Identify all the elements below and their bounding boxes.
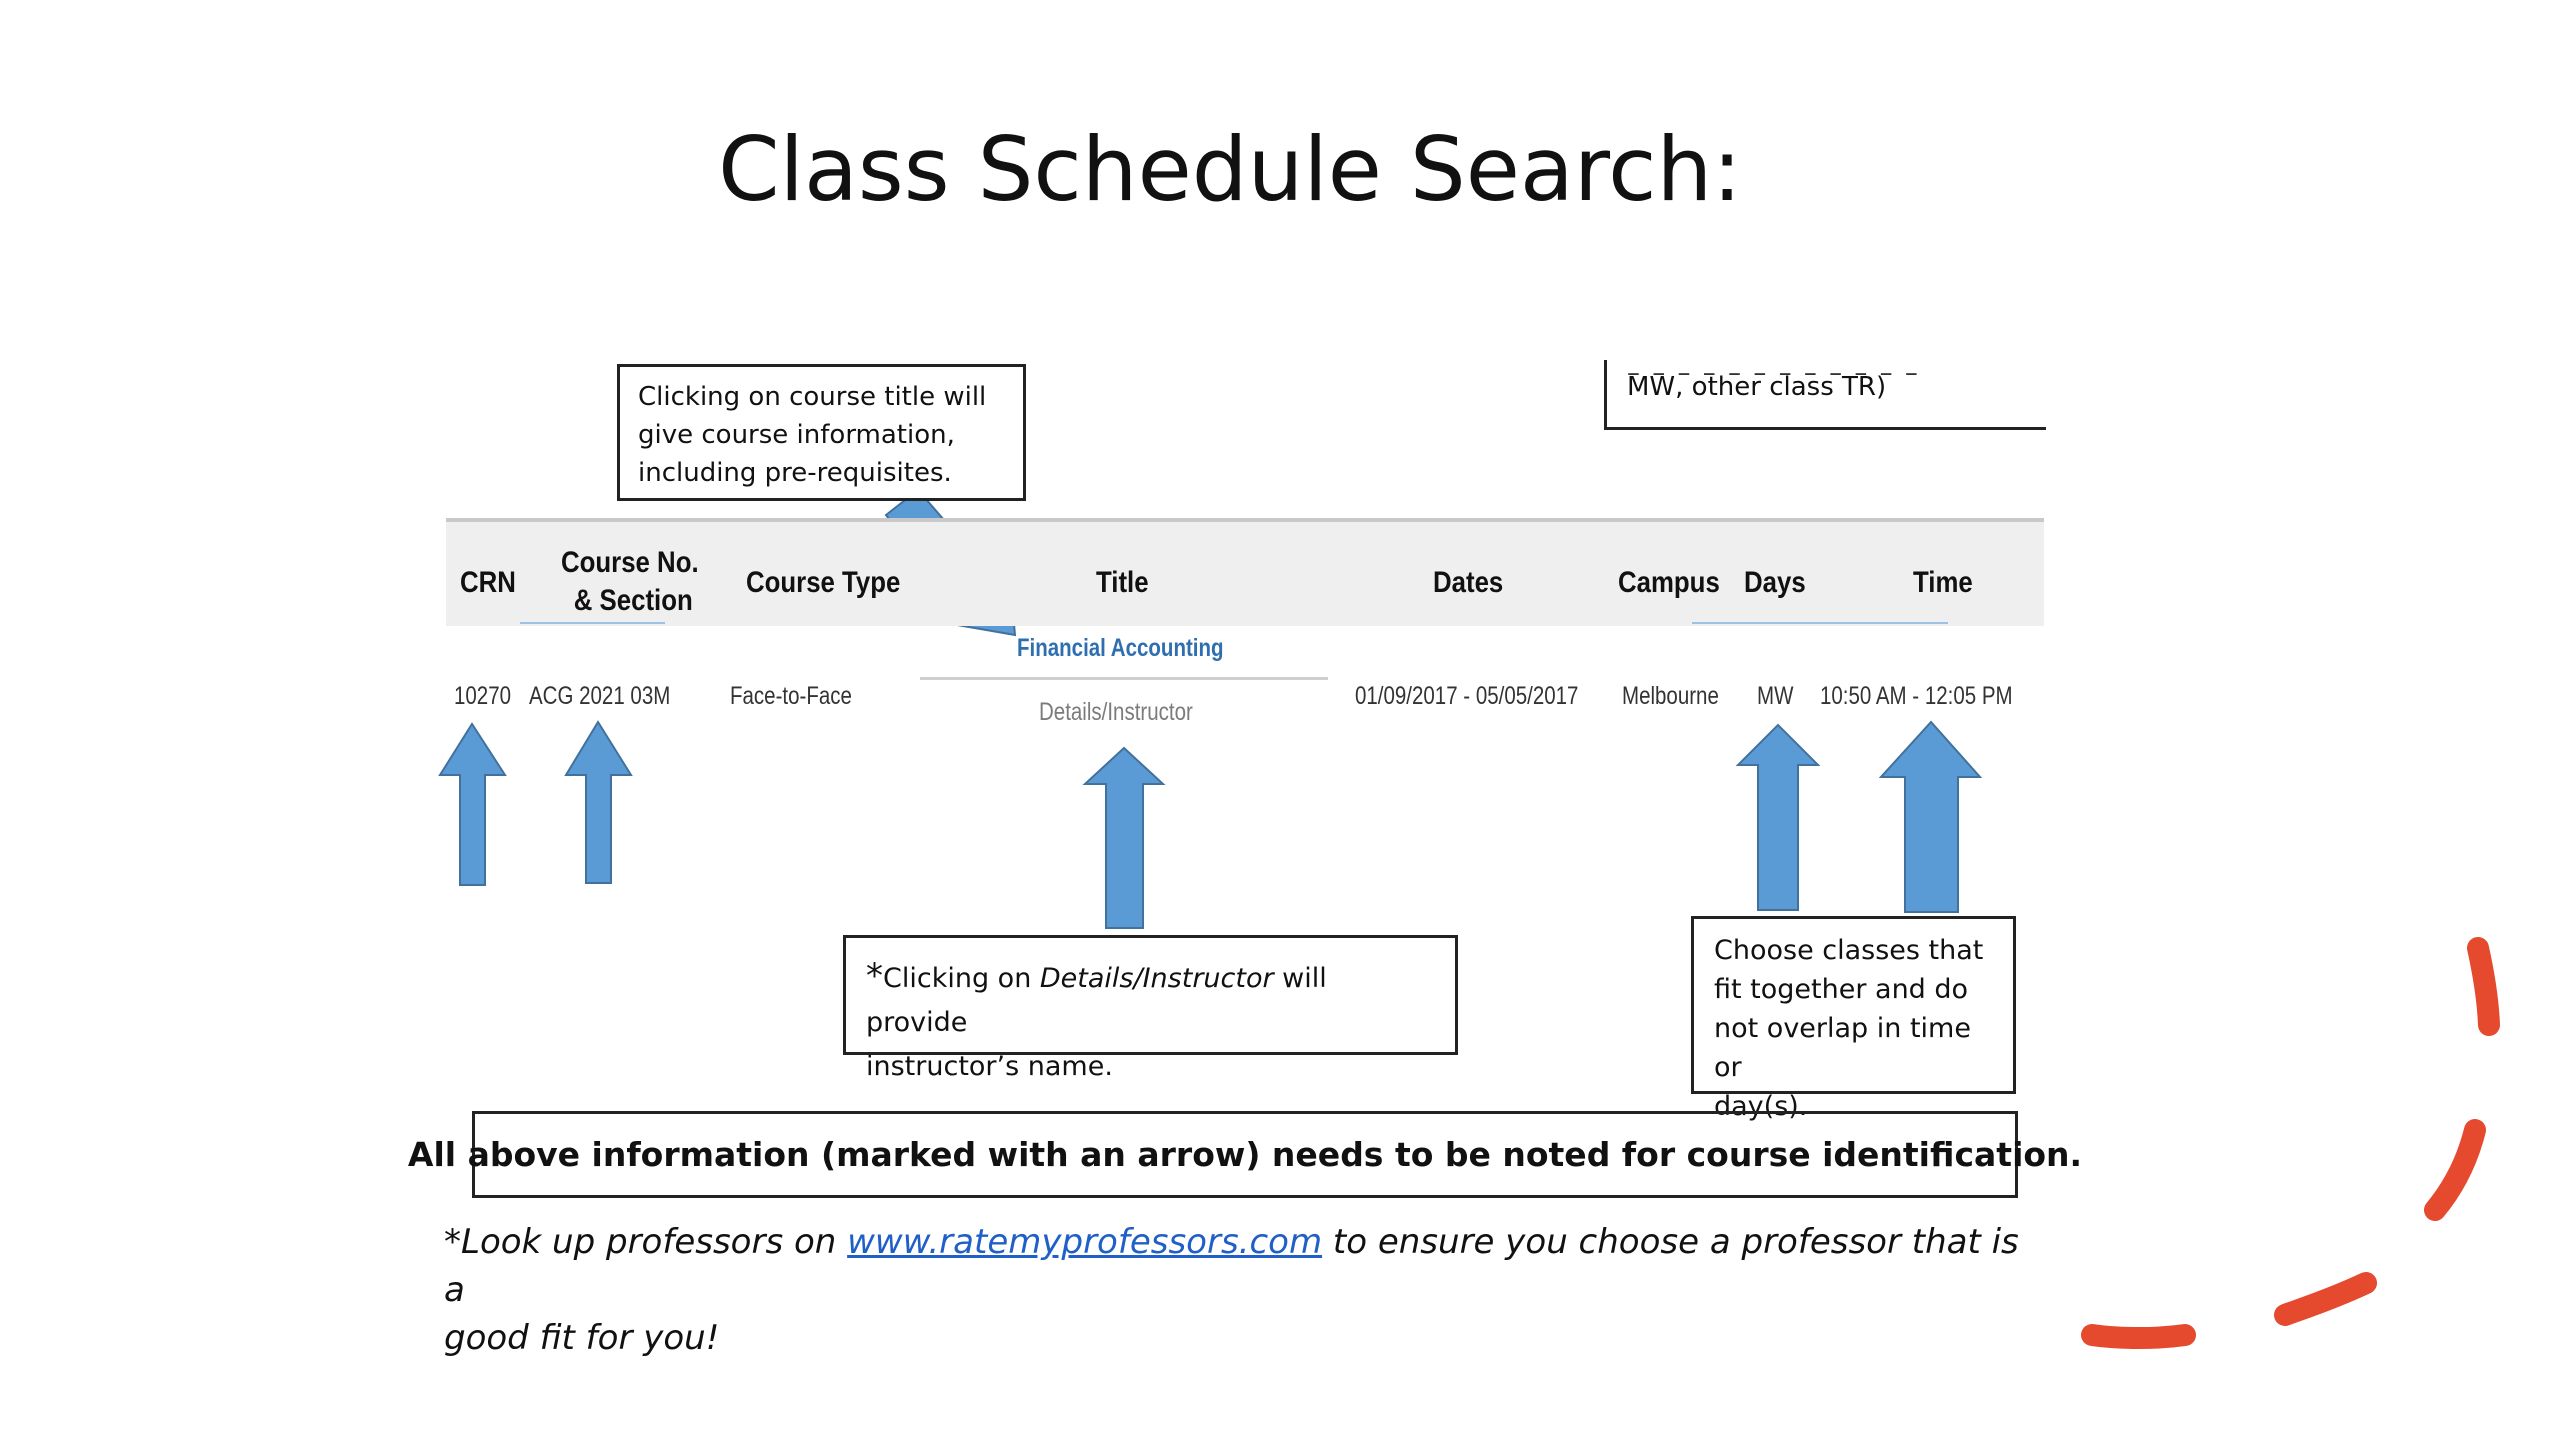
- header-title: Title: [1096, 566, 1149, 599]
- cell-course-type: Face-to-Face: [730, 682, 852, 710]
- callout-line: Choose classes that: [1714, 935, 1984, 966]
- cell-days: MW: [1757, 682, 1794, 710]
- arrow-to-crn: [438, 722, 507, 886]
- arrow-to-time: [1878, 720, 1983, 913]
- table-header: CRN Course No. & Section Course Type Tit…: [446, 518, 2044, 626]
- callout-line: give course information,: [638, 420, 955, 450]
- header-course-no-line2: & Section: [573, 584, 693, 617]
- note-text: All above information (marked with an ar…: [407, 1135, 2083, 1174]
- header-underline: [520, 622, 665, 624]
- callout-line: MW, other class TR): [1627, 372, 1887, 402]
- footnote-line: good fit for you!: [444, 1318, 720, 1358]
- callout-text: will provide: [866, 963, 1327, 1038]
- footnote: *Look up professors on www.ratemyprofess…: [444, 1218, 2044, 1362]
- callout-line: including pre-requisites.: [638, 458, 952, 488]
- header-time: Time: [1913, 566, 1973, 599]
- callout-line: fit together and do: [1714, 974, 1969, 1005]
- callout-fit-classes: Choose classes that fit together and do …: [1691, 916, 2016, 1122]
- header-days: Days: [1744, 566, 1806, 599]
- arrow-to-details: [1082, 746, 1166, 929]
- header-dates: Dates: [1433, 566, 1504, 599]
- cell-dates: 01/09/2017 - 05/05/2017: [1355, 682, 1579, 710]
- arrow-to-course: [564, 720, 633, 884]
- header-underline: [1692, 622, 1948, 624]
- callout-details-instructor: *Clicking on Details/Instructor will pro…: [843, 935, 1458, 1082]
- cropped-text-fragment: – – – – – – – – – – – –: [1627, 358, 1920, 388]
- header-course-no-line1: Course No.: [561, 546, 699, 579]
- slide-title: Class Schedule Search:: [718, 118, 1742, 221]
- callout-title-info: Clicking on course title will give cours…: [617, 364, 1026, 501]
- callout-line: *Clicking on Details/Instructor will pro…: [866, 954, 1435, 1045]
- identification-note: All above information (marked with an ar…: [408, 1111, 2082, 1198]
- footnote-line: *Look up professors on www.ratemyprofess…: [444, 1218, 2044, 1314]
- footnote-text: *Look up professors on: [444, 1222, 848, 1262]
- header-course-type: Course Type: [746, 566, 901, 599]
- cell-crn: 10270: [454, 682, 512, 710]
- arrow-to-days: [1735, 723, 1821, 911]
- callout-text: Clicking on: [883, 963, 1040, 994]
- cell-campus: Melbourne: [1622, 682, 1719, 710]
- footnote-text: to ensure you choose a professor that is…: [444, 1222, 2019, 1310]
- callout-line: Clicking on course title will: [638, 382, 987, 412]
- callout-emphasis: Details/Instructor: [1039, 963, 1274, 994]
- ratemyprofessors-link[interactable]: www.ratemyprofessors.com: [847, 1222, 1323, 1262]
- asterisk: *: [866, 956, 883, 996]
- cell-course: ACG 2021 03M: [529, 682, 671, 710]
- header-course-no: Course No. & Section: [561, 544, 699, 620]
- callout-days-partial: – – – – – – – – – – – – MW, other class …: [1604, 358, 2046, 430]
- callout-line: not overlap in time or: [1714, 1013, 1971, 1083]
- decorative-arc: [2081, 937, 2500, 1350]
- details-instructor-link[interactable]: Details/Instructor: [1039, 698, 1193, 726]
- title-divider: [920, 677, 1328, 680]
- callout-line: instructor’s name.: [866, 1051, 1113, 1082]
- cell-time: 10:50 AM - 12:05 PM: [1820, 682, 2013, 710]
- course-title-link[interactable]: Financial Accounting: [1017, 634, 1224, 662]
- header-crn: CRN: [460, 566, 516, 599]
- header-campus: Campus: [1618, 566, 1720, 599]
- callout-line: day(s).: [1714, 1091, 1808, 1122]
